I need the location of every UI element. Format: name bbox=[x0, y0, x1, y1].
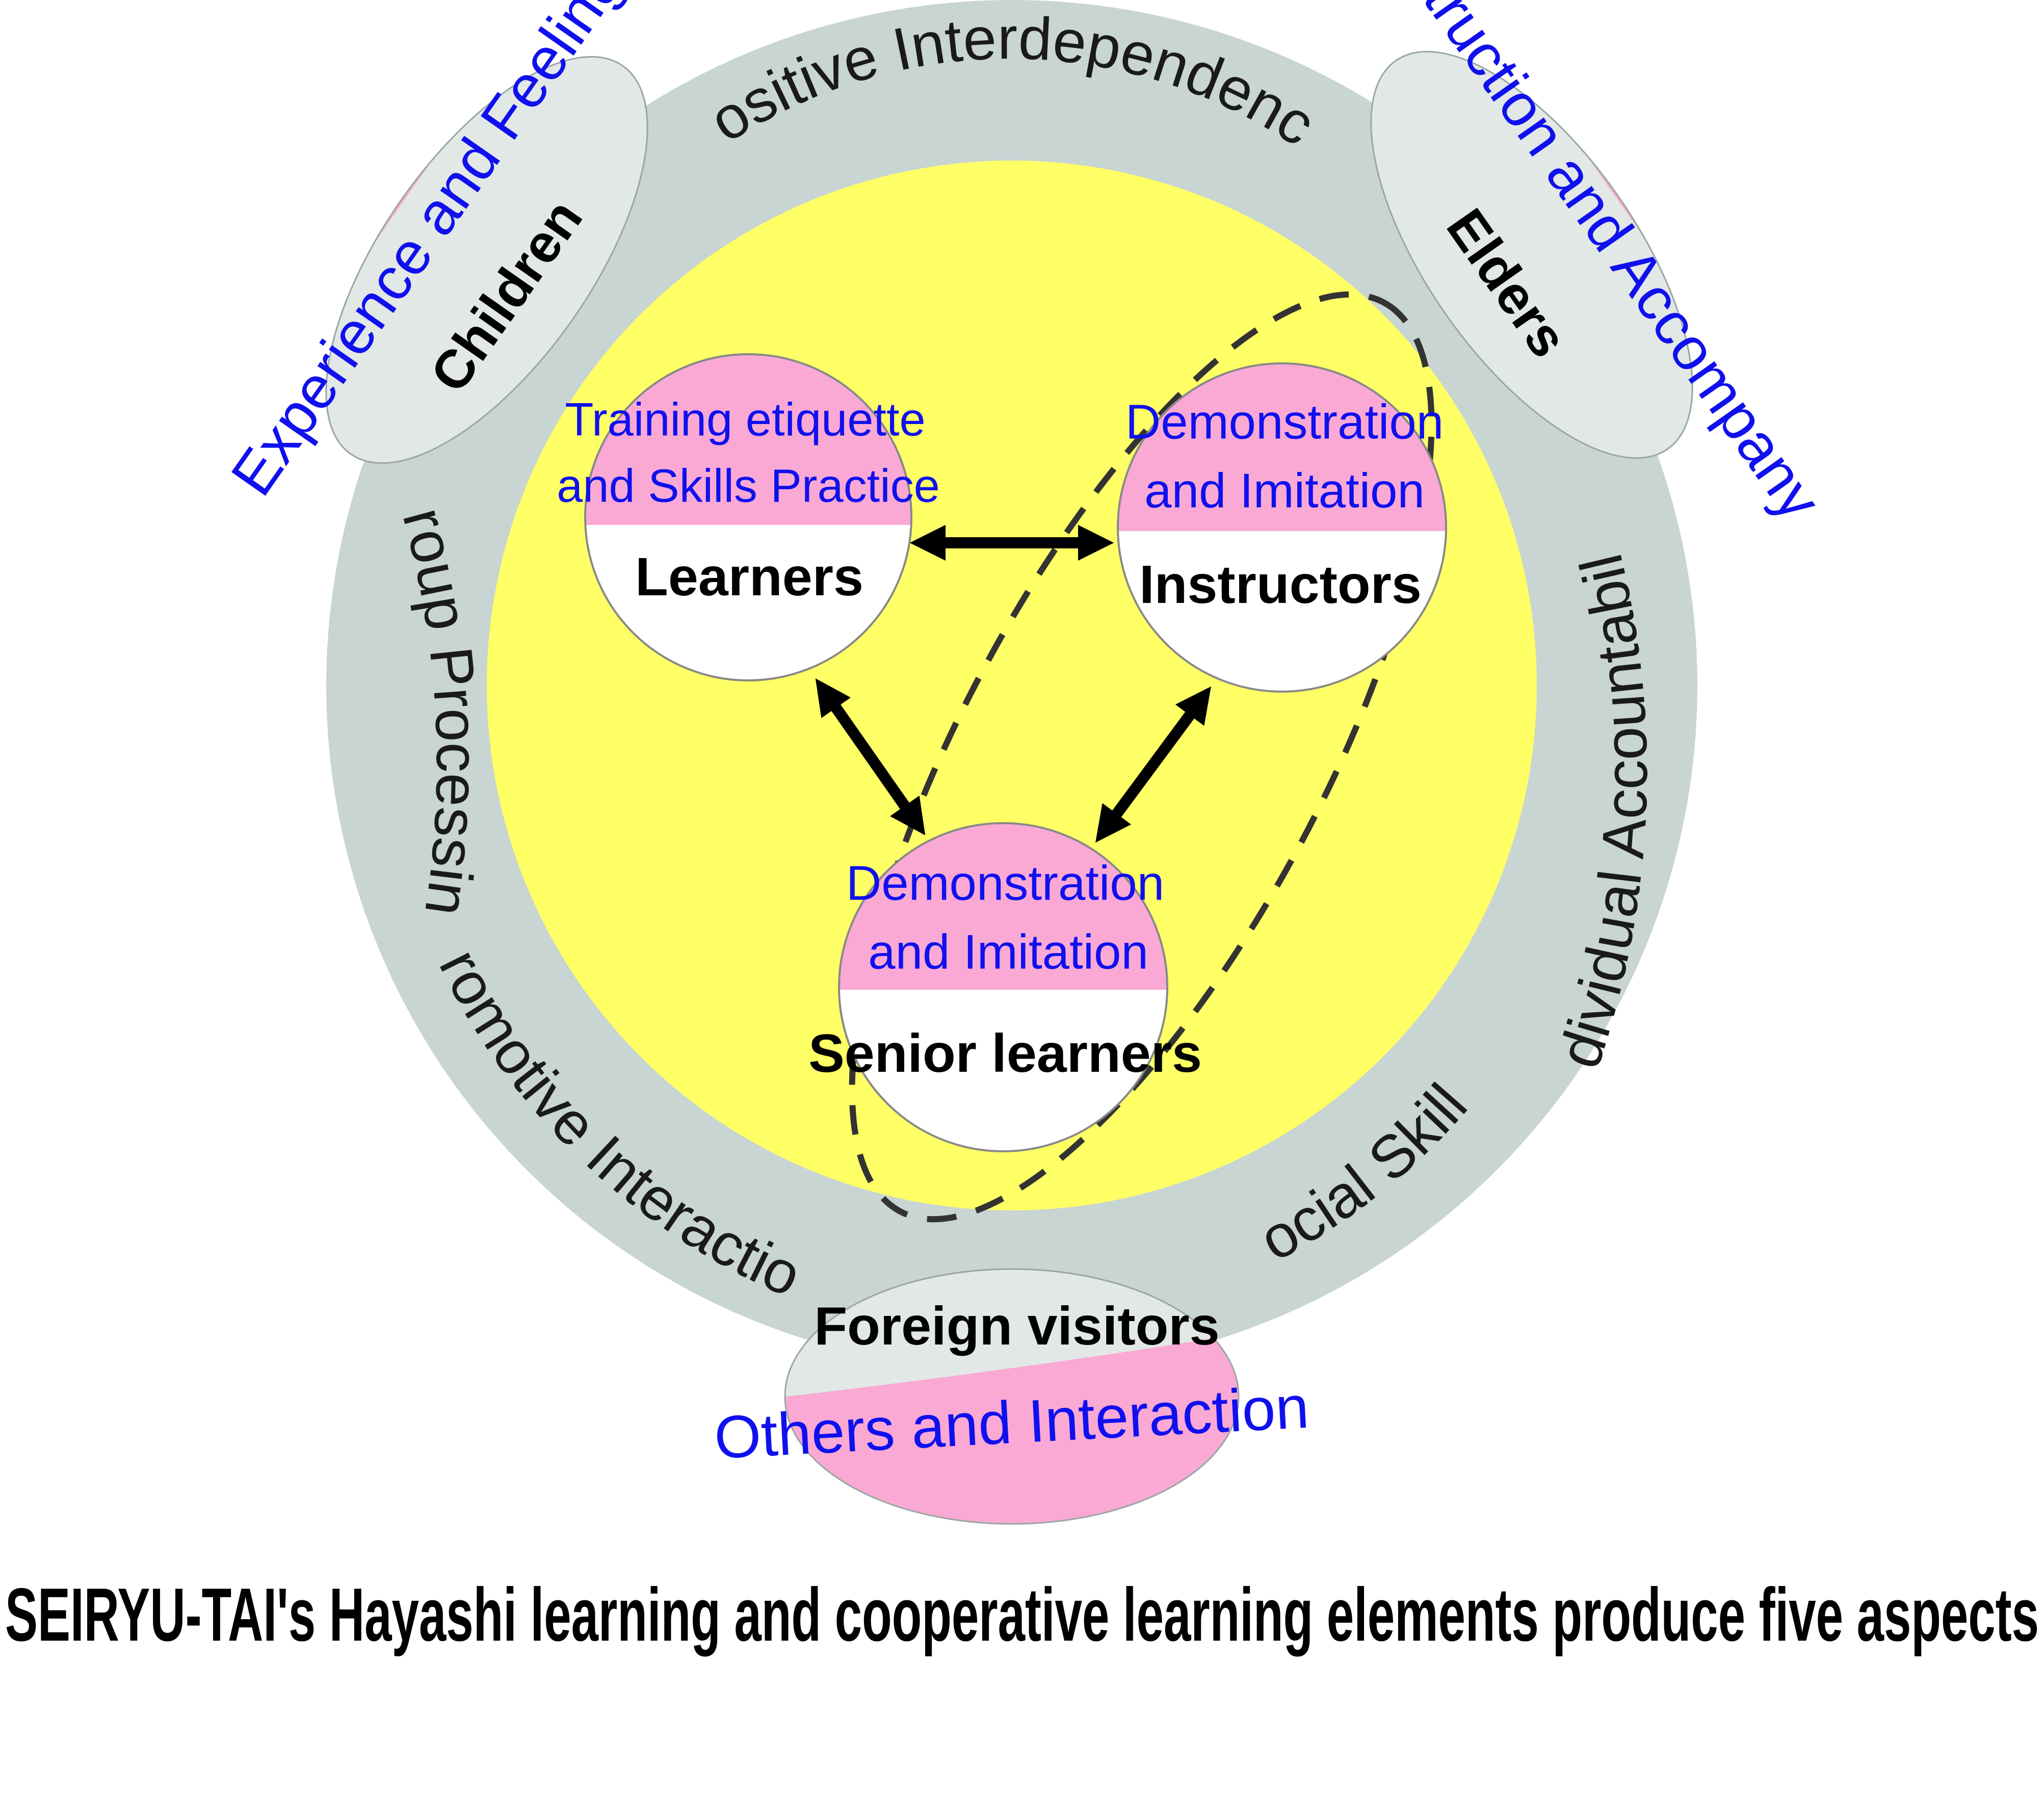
aspect-training-etiquette-line2: and Skills Practice bbox=[557, 460, 940, 512]
aspect-senior-learners-line2: and Imitation bbox=[868, 925, 1148, 979]
arrow-instructors-senior-learners bbox=[1095, 686, 1211, 843]
aspect-instructors-line2: and Imitation bbox=[1144, 463, 1425, 518]
label-senior-learners: Senior learners bbox=[808, 1023, 1202, 1084]
dashed-group-outline bbox=[849, 291, 1435, 1223]
aspect-senior-learners-line1: Demonstration bbox=[846, 856, 1164, 910]
aspect-training-etiquette-line1: Training etiquette bbox=[565, 393, 925, 445]
label-foreign-visitors: Foreign visitors bbox=[814, 1296, 1219, 1356]
group-foreign-visitors: Foreign visitors Others and Interaction bbox=[713, 1268, 1311, 1525]
arrow-learners-senior-learners bbox=[815, 678, 926, 835]
label-learners: Learners bbox=[635, 547, 863, 607]
label-instructors: Instructors bbox=[1139, 555, 1422, 615]
aspect-instructors-line1: Demonstration bbox=[1125, 394, 1444, 449]
diagram-caption: SEIRYU-TAI's Hayashi learning and cooper… bbox=[5, 1573, 2039, 1657]
